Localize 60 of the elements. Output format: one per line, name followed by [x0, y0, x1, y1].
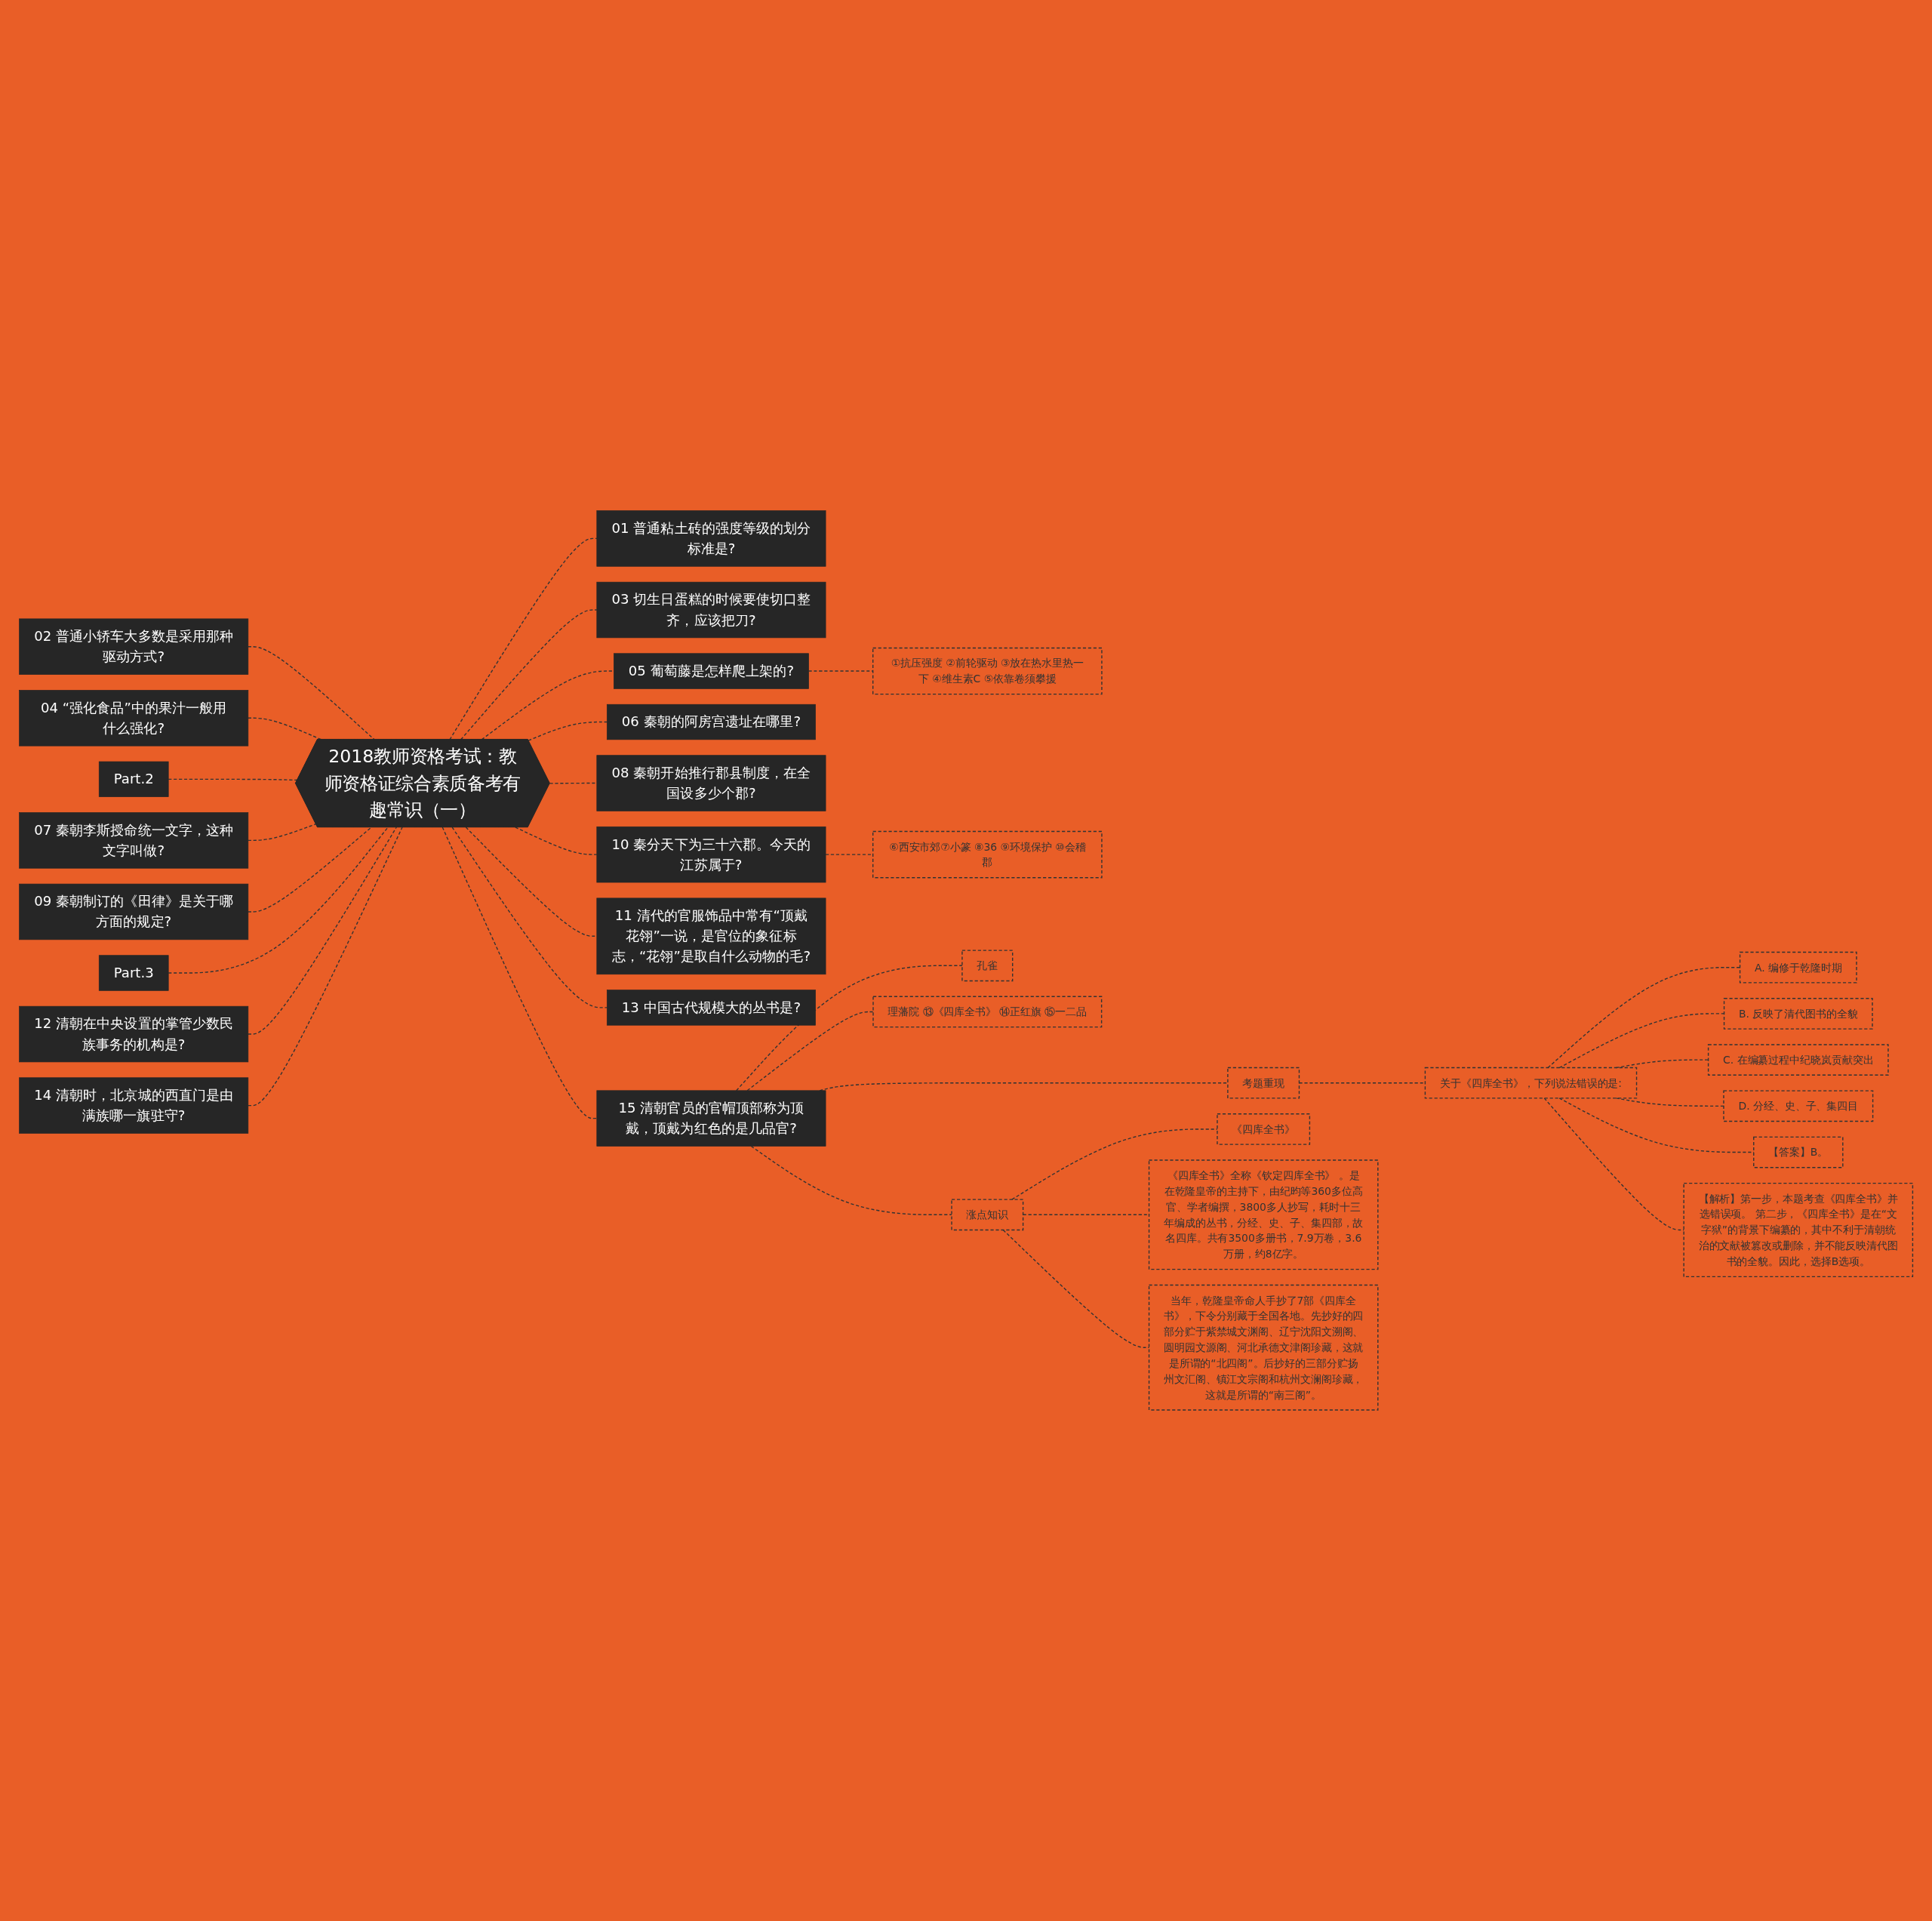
- node-box: 07 秦朝李斯授命统一文字，这种文字叫做?: [19, 812, 249, 869]
- connector: [451, 827, 608, 1008]
- connector: [465, 827, 598, 937]
- connector: [1543, 1097, 1684, 1231]
- node-box: 《四库全书》: [1217, 1113, 1311, 1145]
- node-box: 考题重现: [1227, 1067, 1300, 1099]
- connector: [819, 1082, 1229, 1091]
- connector: [515, 827, 598, 856]
- connector: [248, 827, 397, 1035]
- node-box: 04 “强化食品”中的果汁一般用什么强化?: [19, 690, 249, 747]
- node-box: C. 在编纂过程中纪晓岚贡献突出: [1707, 1044, 1889, 1076]
- connector: [248, 827, 403, 1107]
- node-box: 当年，乾隆皇帝命人手抄了7部《四库全书》，下令分别藏于全国各地。先抄好的四部分贮于紫禁城文渊阁、辽宁沈阳文溯阁、圆明园文源阁、河北承德文津阁珍藏，这就是所谓的“北四阁”。后抄好的三部分贮扬州文汇阁、镇江文宗阁和杭州文澜阁珍藏，这就是所谓的“南三阁”。: [1148, 1285, 1379, 1411]
- node-box: 08 秦朝开始推行郡县制度，在全国设多少个郡?: [596, 755, 826, 811]
- connector: [460, 609, 598, 740]
- node-box: 11 清代的官服饰品中常有“顶戴花翎”一说，是官位的象征标志，“花翎”是取自什么动物的毛?: [596, 897, 826, 975]
- node-box: D. 分经、史、子、集四目: [1723, 1090, 1874, 1122]
- connector: [1547, 967, 1741, 1069]
- connector: [808, 670, 874, 672]
- node-box: 02 普通小轿车大多数是采用那种驱动方式?: [19, 618, 249, 676]
- connector: [1558, 1097, 1755, 1153]
- node-box: 【答案】B。: [1753, 1136, 1844, 1168]
- node-box: 【解析】第一步，本题考查《四库全书》并选错误项。 第二步，《四库全书》是在“文字狱”的背景下编纂的，其中不利于清朝统治的文献被篡改或删除，并不能反映清代图书的全貌。因此，选择B选项。: [1683, 1183, 1914, 1278]
- node-box: 孔雀: [961, 950, 1014, 982]
- connector: [1002, 1229, 1150, 1349]
- node-box: 涨点知识: [951, 1199, 1024, 1231]
- node-box: 12 清朝在中央设置的掌管少数民族事务的机构是?: [19, 1006, 249, 1063]
- connector: [1558, 1013, 1725, 1069]
- connector: [1615, 1059, 1709, 1069]
- node-box: 理藩院 ⑬《四库全书》 ⑭正红旗 ⑮一二品: [872, 996, 1103, 1028]
- node-box: ⑥西安市郊⑦小篆 ⑧36 ⑨环境保护 ⑩会稽郡: [872, 831, 1103, 879]
- node-box: 01 普通粘土砖的强度等级的划分标准是?: [596, 510, 826, 567]
- connector: [168, 778, 298, 781]
- connector: [750, 1146, 952, 1216]
- connector: [248, 646, 375, 740]
- node-box: 《四库全书》全称《钦定四库全书》 。是在乾隆皇帝的主持下，由纪昀等360多位高官、学者编撰，3800多人抄写，耗时十三年编成的丛书，分经、史、子、集四部，故名四库。共有3500多册书，7.9万卷，3.6万册，约8亿字。: [1148, 1159, 1379, 1270]
- node-box: 09 秦朝制订的《田律》是关于哪方面的规定?: [19, 883, 249, 940]
- node-box: Part.2: [98, 761, 169, 798]
- connector: [736, 965, 963, 1091]
- node-box: Part.3: [98, 955, 169, 991]
- node-box: B. 反映了清代图书的全貌: [1723, 998, 1873, 1030]
- node-box: 15 清朝官员的官帽顶部称为顶戴，顶戴为红色的是几品官?: [596, 1090, 826, 1147]
- connector: [1615, 1097, 1724, 1107]
- node-box: 13 中国古代规模大的丛书是?: [606, 990, 816, 1026]
- connector: [441, 827, 598, 1119]
- connector: [746, 1011, 874, 1091]
- connector: [449, 537, 598, 740]
- node-box: 关于《四库全书》，下列说法错误的是:: [1424, 1067, 1638, 1099]
- connector: [528, 722, 608, 741]
- connector: [248, 827, 372, 913]
- connector: [1011, 1128, 1218, 1201]
- node-box: 05 葡萄藤是怎样爬上架的?: [614, 653, 809, 689]
- node-box: 03 切生日蛋糕的时候要使切口整齐，应该把刀?: [596, 582, 826, 639]
- connector: [168, 827, 389, 974]
- node-box: 06 秦朝的阿房宫遗址在哪里?: [606, 704, 816, 740]
- connector: [248, 824, 317, 842]
- node-box: A. 编修于乾隆时期: [1739, 952, 1857, 984]
- node-box: 10 秦分天下为三十六郡。今天的江苏属于?: [596, 827, 826, 883]
- node-box: 14 清朝时，北京城的西直门是由满族哪一旗驻守?: [19, 1077, 249, 1134]
- node-box: ①抗压强度 ②前轮驱动 ③放在热水里热一下 ④维生素C ⑤依靠卷须攀援: [872, 647, 1103, 695]
